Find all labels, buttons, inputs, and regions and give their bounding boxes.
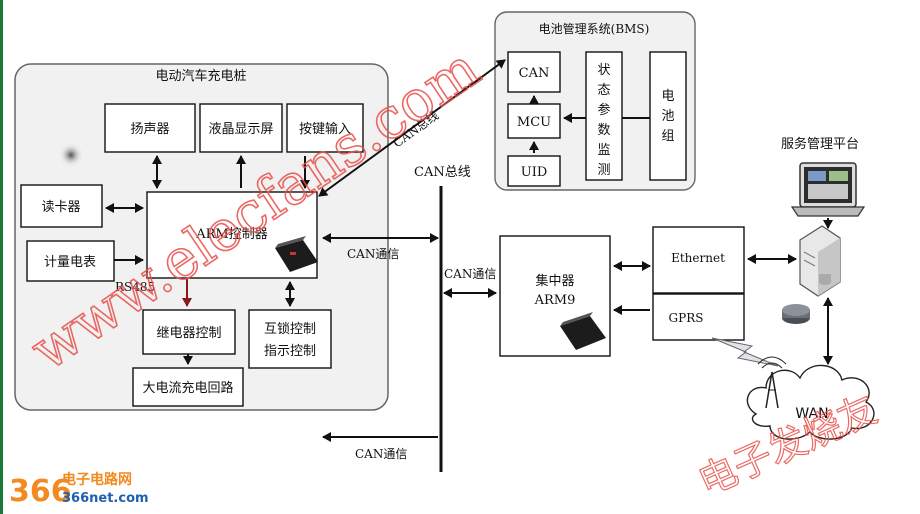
charging-circuit-box [132,367,244,407]
arm-device-icon [275,236,318,272]
concentrator-label-2: ARM9 [534,293,576,308]
lcd-label: 液晶显示屏 [208,122,273,137]
bms-mcu-box [507,103,561,139]
logo-366-number: 366 [9,474,72,509]
bms-battery-char: 组 [661,129,674,144]
bms-can-label: CAN [519,66,550,81]
bms-uid-label: UID [521,165,548,180]
bms-mcu-label: MCU [517,115,551,130]
ethernet-box [652,226,745,294]
bms-battery-char: 池 [661,109,674,124]
can-comm-left-label: CAN通信 [347,247,399,261]
rs485-label: RS485 [115,280,155,294]
wan-cloud: WAN [746,364,875,440]
bms-state-char: 监 [597,143,610,158]
bms-title: 电池管理系统(BMS) [539,21,650,36]
meter-label: 计量电表 [44,255,96,270]
concentrator-label-1: 集中器 [535,273,574,289]
concentrator-device-icon [560,312,606,350]
gprs-box [652,293,745,341]
wireless-link-icon [711,337,779,367]
antenna-tower-icon [757,356,787,409]
platform-label: 服务管理平台 [781,136,859,152]
gprs-label: GPRS [669,311,704,325]
bms-can-box [507,51,561,93]
can-comm-bottom-label: CAN通信 [355,447,407,461]
bms-state-char: 测 [597,163,610,178]
logo-366-url: 366net.com [62,491,149,506]
card-reader-label: 读卡器 [41,200,80,215]
interlock-label-1: 互锁控制 [264,321,316,337]
bms-state-char: 数 [597,123,610,138]
interlock-label-2: 指示控制 [264,344,316,359]
bms-state-char: 状 [597,63,610,78]
bms-state-box [585,51,623,181]
left-edge-bar [0,0,3,514]
router-icon [782,304,810,324]
can-bus-label: CAN总线 [414,165,471,180]
speaker-icon [59,143,83,167]
laptop-icon [790,162,866,217]
bms-group: 电池管理系统(BMS) CAN MCU UID 状 态 参 数 监 测 电 池 … [494,11,696,191]
bms-state-char: 参 [597,102,610,118]
server-icon [799,225,841,297]
arm-controller-label: ARM控制器 [195,227,268,242]
interlock-box [248,309,332,369]
card-reader-box [20,184,103,228]
charging-circuit-label: 大电流充电回路 [142,380,233,396]
bms-uid-box [507,155,561,187]
bms-state-char: 态 [597,83,610,98]
arrow-arm-bms-can [318,59,506,197]
logo-366: 366 电子电路网 366net.com [9,471,149,509]
wan-label: WAN [795,406,828,422]
speaker-box [104,103,196,153]
can-comm-mid-label: CAN通信 [444,267,496,281]
relay-control-box [142,309,236,355]
meter-box [26,240,115,282]
bms-battery-box [649,51,687,181]
logo-366-cn: 电子电路网 [62,471,132,488]
charging-pile-title: 电动汽车充电桩 [155,68,246,84]
ethernet-label: Ethernet [671,251,725,265]
relay-control-label: 继电器控制 [156,326,221,341]
bms-battery-char: 电 [661,89,674,104]
speaker-label: 扬声器 [130,122,169,137]
concentrator-group: 集中器 ARM9 Ethernet GPRS [499,226,745,357]
lcd-box [199,103,283,153]
